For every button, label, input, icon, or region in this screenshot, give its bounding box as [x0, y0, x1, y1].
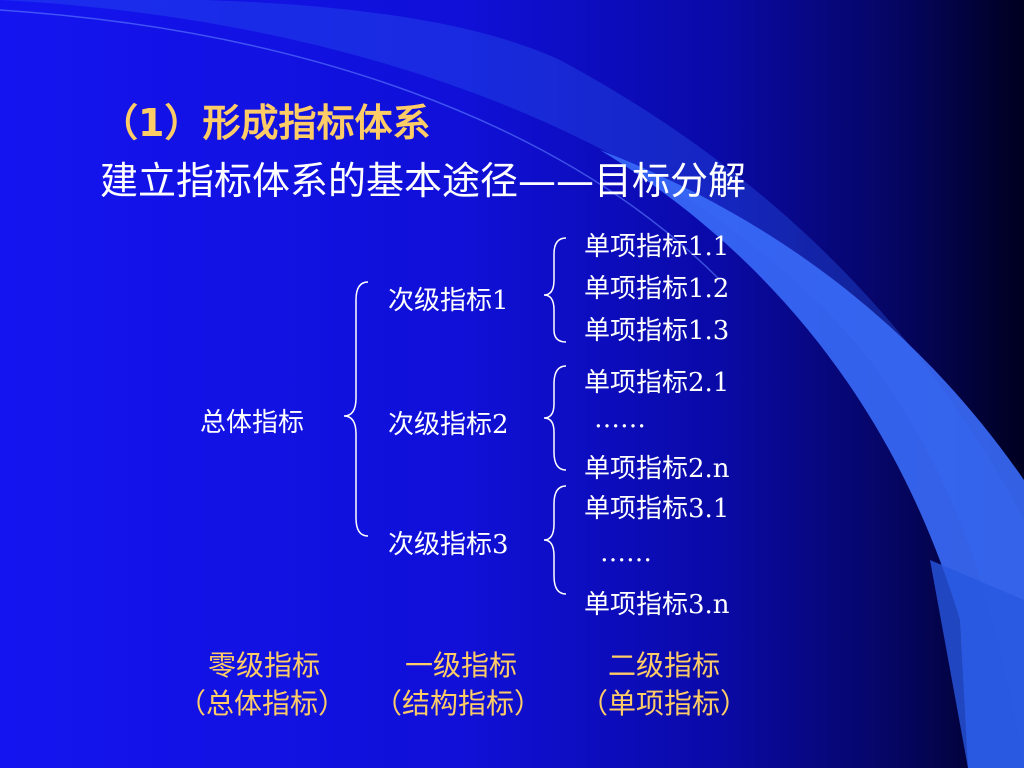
item-2-1: 单项指标2.1	[584, 368, 730, 398]
item-3-1: 单项指标3.1	[584, 494, 730, 524]
root-node-label: 总体指标	[200, 408, 305, 438]
level-zero-sub: （总体指标）	[178, 687, 347, 720]
item-1-2: 单项指标1.2	[584, 274, 730, 304]
level-zero-label: 零级指标	[208, 649, 321, 682]
slide-subtitle: 建立指标体系的基本途径——目标分解	[100, 159, 747, 203]
level-one-label: 一级指标	[405, 649, 518, 682]
item-3-n: 单项指标3.n	[584, 590, 730, 620]
decorative-wedge-shade	[930, 560, 1024, 768]
item-2-ellipsis: ……	[594, 404, 646, 434]
item-3-ellipsis: ……	[600, 538, 652, 568]
secondary-node-1: 次级指标1	[388, 286, 509, 316]
level-one-sub: （结构指标）	[374, 687, 543, 720]
secondary-node-2: 次级指标2	[388, 410, 509, 440]
slide-title: （1）形成指标体系	[100, 101, 431, 145]
decorative-arc	[0, 9, 721, 281]
item-2-n: 单项指标2.n	[584, 454, 730, 484]
item-1-3: 单项指标1.3	[584, 316, 730, 346]
level-two-label: 二级指标	[608, 649, 721, 682]
item-1-1: 单项指标1.1	[584, 232, 730, 262]
level-two-sub: （单项指标）	[580, 687, 749, 720]
secondary-node-3: 次级指标3	[388, 530, 509, 560]
